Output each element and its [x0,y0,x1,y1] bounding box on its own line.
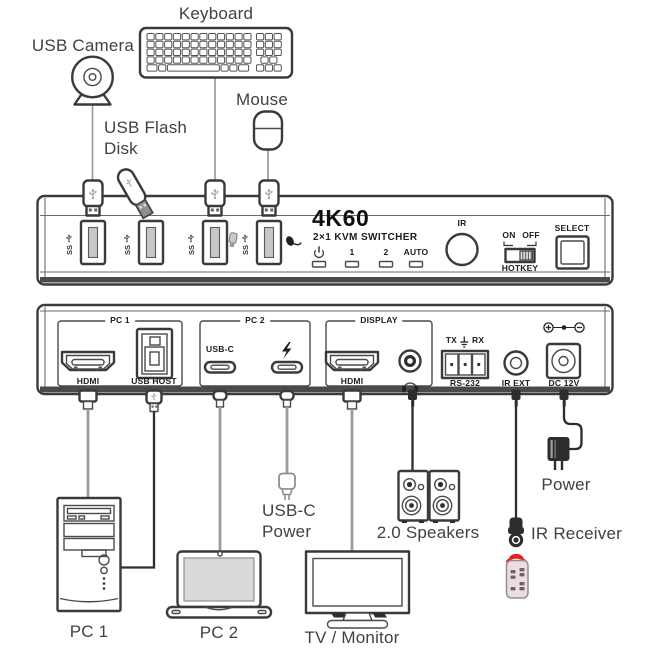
hdmi-plug-icon [78,389,98,410]
usb-plug-keyboard-icon [204,179,226,217]
dc-12v-label: DC 12V [548,378,580,388]
hotkey-on-label: ON [502,230,516,240]
mouse-port-icon [286,236,302,246]
dc-plug-icon [559,389,569,407]
usb3-ss-label: SS [123,245,132,255]
device-cables [86,406,583,569]
usb-c-power-plug-icon [278,472,296,500]
rx-label: RX [472,335,485,345]
usb-plug-icon [145,389,163,413]
charging-bolt-icon [282,342,292,359]
remote-control-icon [505,559,529,599]
usb-c-plug-icon [212,389,228,408]
peripheral-cables [91,78,269,182]
hdmi-port-display [324,350,380,372]
rear-panel-bottom-band [40,386,610,393]
indicator-auto-label: AUTO [403,247,429,257]
pc2-label: PC 2 [199,623,239,642]
usb-camera-label: USB Camera [31,36,135,55]
power-indicator-icon [313,246,325,259]
keyboard-icon [138,26,294,79]
ir-window [445,232,479,267]
tv-monitor-icon [304,550,411,629]
rs232-label: RS-232 [449,378,481,388]
usb-port-3 [201,219,229,266]
ground-icon [460,336,469,348]
pc2-laptop-icon [165,550,273,619]
hotkey-switch [503,241,537,264]
hdmi-pc1-label: HDMI [76,376,100,386]
group-display-label: DISPLAY [355,315,403,326]
product-name: 2×1 KVM SWITCHER [313,232,418,243]
speakers-icon [397,469,461,523]
indicator-1-label: 1 [349,247,355,257]
tx-rx-label: TX RX [445,335,485,349]
usb-host-cable [121,411,156,569]
usb-plug-camera-icon [82,179,104,217]
usb-host-label: USB HOST [131,376,177,386]
ir-plug-icon [511,389,521,407]
usb3-ss-label: SS [65,245,74,255]
usb-host-port [135,327,174,380]
speakers-label: 2.0 Speakers [376,523,480,542]
usb-c-label: USB-C [206,344,234,354]
tx-label: TX [445,335,458,345]
model-name: 4K60 [312,205,370,231]
usb-c-power-port [270,342,304,374]
select-button [555,235,590,270]
ir-receiver-label: IR Receiver [531,524,623,543]
audio-jack [398,349,422,373]
hotkey-off-label: OFF [522,230,540,240]
rear-plugs [78,389,569,413]
ir-ext-jack [503,350,529,376]
usb-port-1 [79,219,107,266]
front-controls [311,232,590,270]
dc-jack [545,342,582,380]
usb-flash-disk-label: USB Flash Disk [104,118,188,158]
ir-ext-label: IR EXT [501,378,531,388]
audio-plug-icon [408,389,417,407]
mouse-label: Mouse [235,90,289,109]
tv-monitor-label: TV / Monitor [304,628,400,647]
rs232-port [440,349,490,380]
hdmi-port-pc1 [60,350,116,372]
kvm-rear-panel [36,303,614,396]
usb3-ss-icon: SS [241,233,250,255]
status-leds [311,260,424,268]
usb-flash-disk-icon [116,168,154,220]
mouse-icon [252,110,284,151]
group-pc1-label: PC 1 [105,315,135,326]
ir-receiver-icon [508,517,524,548]
group-pc2-label: PC 2 [240,315,270,326]
front-usb-ports: SS SS SS SS [65,219,302,266]
pc1-tower-icon [56,496,122,613]
usb-c-power-label: USB-C Power [262,501,316,541]
ir-window-label: IR [457,218,467,228]
polarity-mark-icon [543,322,585,333]
usb-camera-icon [70,55,114,106]
hotkey-label: HOTKEY [501,263,539,273]
power-cable [562,406,583,451]
flash-disk-port-icon [228,232,238,248]
pc1-label: PC 1 [69,622,109,641]
power-label: Power [541,475,591,494]
usb-c-port [203,360,237,374]
usb-plug-mouse-icon [258,179,280,217]
usb3-ss-label: SS [187,245,196,255]
hdmi-plug-icon [342,389,362,410]
hdmi-display-label: HDMI [340,376,364,386]
power-adapter-icon [547,437,570,470]
keyboard-label: Keyboard [178,4,254,23]
front-panel-bottom-band [40,277,610,283]
usb-port-2 [137,219,165,266]
select-label: SELECT [554,223,590,233]
usb3-ss-icon: SS [123,233,132,255]
indicator-2-label: 2 [383,247,389,257]
usb3-ss-icon: SS [187,233,196,255]
usb-port-4 [255,219,283,266]
usb3-ss-label: SS [241,245,250,255]
usb3-ss-icon: SS [65,233,74,255]
usb-c-plug-icon [279,389,295,408]
